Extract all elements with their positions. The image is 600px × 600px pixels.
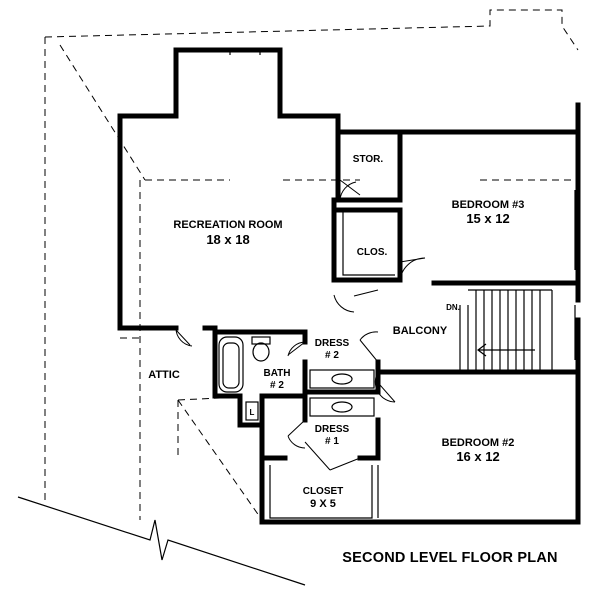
roof-outline [44,9,579,521]
closet-name: CLOSET [303,486,344,497]
closet-small-label: CLOS. [357,247,388,258]
bath-fixtures [218,336,375,421]
doors [175,179,426,471]
recreation-room-name: RECREATION ROOM [173,219,282,231]
dress-1-number: # 1 [325,436,339,447]
dress-1-name: DRESS [315,424,350,435]
bedroom-3-size: 15 x 12 [466,211,509,226]
bath-2-name: BATH [263,368,290,379]
attic-edge [17,496,306,586]
bedroom-3-name: BEDROOM #3 [452,199,525,211]
dress-2-number: # 2 [325,350,339,361]
bedroom-2-size: 16 x 12 [456,449,499,464]
recreation-room-size: 18 x 18 [206,232,249,247]
plan-title: SECOND LEVEL FLOOR PLAN [342,550,557,566]
stair-down-label: DN. [446,303,460,312]
linen-label: L [250,408,255,417]
walls [117,47,581,525]
bedroom-2-name: BEDROOM #2 [442,437,515,449]
attic-label: ATTIC [148,369,180,381]
storage-label: STOR. [353,154,384,165]
bath-2-number: # 2 [270,380,284,391]
dress-2-name: DRESS [315,338,350,349]
room-labels: RECREATION ROOM 18 x 18 BEDROOM #3 15 x … [148,154,524,510]
stairwell [459,289,553,372]
closet-size: 9 X 5 [310,498,336,510]
balcony-label: BALCONY [393,325,448,337]
wall-linework [229,50,576,522]
